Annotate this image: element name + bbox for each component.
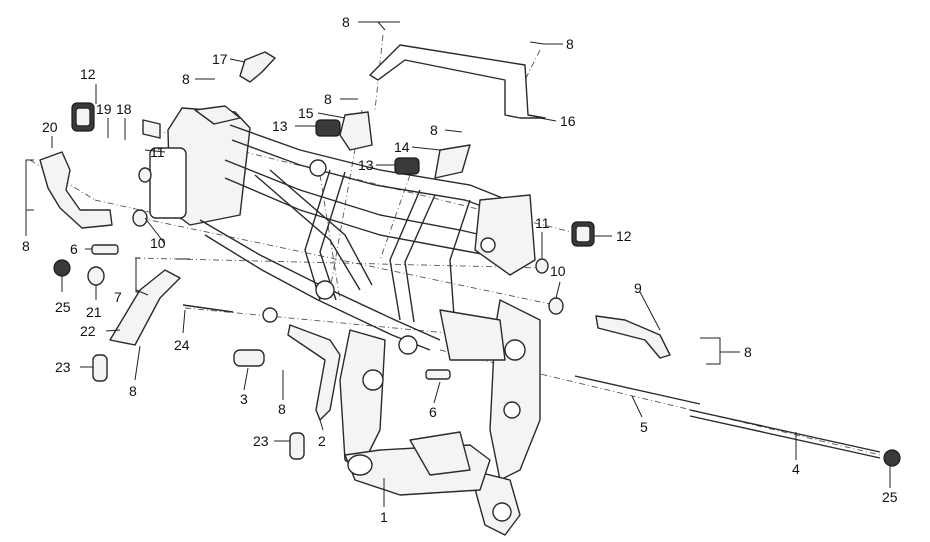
adjuster-knob-left (71, 102, 95, 132)
callout-8: 8 (566, 36, 574, 52)
washer-10-left (132, 209, 148, 227)
bushing-11-left (138, 167, 152, 183)
callout-labels: 8 8 17 8 12 8 19 18 15 16 20 13 8 14 11 … (22, 14, 898, 525)
bracket-9 (595, 315, 671, 359)
callout-19: 19 (96, 101, 112, 117)
bolt-24 (182, 304, 234, 313)
rear-bracket-16 (369, 44, 546, 119)
bracket-14 (434, 144, 471, 179)
callout-23: 23 (55, 359, 71, 375)
callout-16: 16 (560, 113, 576, 129)
callout-24: 24 (174, 337, 190, 353)
callout-1: 1 (380, 509, 388, 525)
clip-17 (239, 51, 276, 83)
callout-20: 20 (42, 119, 58, 135)
callout-17: 17 (212, 51, 228, 67)
spacer-3 (233, 349, 265, 367)
rubber-cap-a (315, 119, 341, 137)
callout-11: 11 (535, 215, 550, 231)
callout-3: 3 (240, 391, 248, 407)
callout-23: 23 (253, 433, 269, 449)
callout-11: 11 (150, 144, 165, 160)
callout-7: 7 (114, 289, 122, 305)
footrest-bracket-2 (287, 324, 341, 421)
callout-8: 8 (182, 71, 190, 87)
callout-8: 8 (278, 401, 286, 417)
axle-4-lower (689, 415, 881, 459)
callout-8: 8 (22, 238, 30, 254)
callout-21: 21 (86, 304, 102, 320)
callout-8: 8 (430, 122, 438, 138)
callout-18: 18 (116, 101, 132, 117)
callout-12: 12 (616, 228, 632, 244)
spacer-21 (87, 266, 105, 286)
nut-25-left (53, 259, 71, 277)
rubber-boot-a (92, 354, 108, 382)
left-bracket-20 (39, 151, 113, 229)
callout-25: 25 (55, 299, 71, 315)
washer-10-right (548, 297, 564, 315)
nut-25-right (883, 449, 901, 467)
callout-14: 14 (394, 139, 410, 155)
main-frame (149, 105, 541, 536)
callout-2: 2 (318, 433, 326, 449)
callout-9: 9 (634, 280, 642, 296)
callout-4: 4 (792, 461, 800, 477)
bushing-11-right (535, 258, 549, 274)
rubber-boot-b (289, 432, 305, 460)
rubber-cap-b (394, 157, 420, 175)
leader-lines (25, 21, 891, 507)
bushing-18 (142, 119, 161, 139)
clamp-15 (339, 111, 373, 151)
footrest-bracket-22 (109, 269, 181, 346)
callout-22: 22 (80, 323, 96, 339)
callout-5: 5 (640, 419, 648, 435)
callout-25: 25 (882, 489, 898, 505)
callout-13: 13 (272, 118, 288, 134)
callout-6: 6 (70, 241, 78, 257)
callout-10: 10 (150, 235, 166, 251)
callout-15: 15 (298, 105, 314, 121)
callout-10: 10 (550, 263, 566, 279)
callout-8: 8 (744, 344, 752, 360)
callout-8: 8 (324, 91, 332, 107)
callout-12: 12 (80, 66, 96, 82)
shaft-5 (574, 375, 701, 405)
callout-6: 6 (429, 404, 437, 420)
callout-13: 13 (358, 157, 374, 173)
callout-8: 8 (129, 383, 137, 399)
bolt-6-left (91, 244, 119, 255)
adjuster-knob-right (571, 221, 595, 247)
axle-4 (689, 409, 881, 453)
callout-8: 8 (342, 14, 350, 30)
bolt-6-lower (425, 369, 451, 380)
